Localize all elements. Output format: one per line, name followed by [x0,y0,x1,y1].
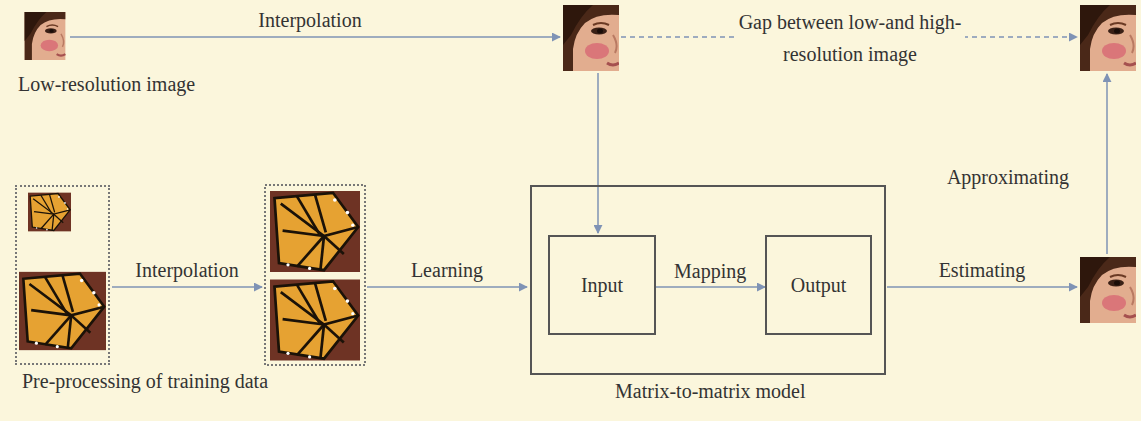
large-butterfly [19,272,106,350]
gap-label: Gap between low-and high-resolution imag… [735,6,965,70]
arrow [597,73,599,233]
arrow [887,286,1077,288]
edge-label: Mapping [674,259,746,283]
caption: Matrix-to-matrix model [615,379,806,403]
process-box: Input [548,235,656,335]
arrow-label: Learning [387,258,507,282]
image-caption: Low-resolution image [18,72,298,108]
node-text: Output [791,273,847,297]
arrow [367,286,527,288]
small-butterfly [28,193,71,232]
arrow-label: Approximating [938,165,1078,189]
node-text: Low-resolution image [18,72,298,96]
interpolated-butterfly [270,191,360,272]
node-text: Input [581,273,623,297]
interpolated-butterfly [270,280,360,361]
arrow [70,36,560,38]
arrow-label: Interpolation [230,8,390,32]
estimated-face [1080,257,1136,323]
connector [656,286,765,288]
dashed-box [265,185,365,365]
arrow-label: Interpolation [112,258,262,282]
low-res-face [25,12,66,60]
high-res-face [1080,5,1136,71]
arrow [1106,74,1108,254]
process-box: Output [765,235,872,335]
arrow-label: Estimating [912,258,1052,282]
training-data-box: Pre-processing of training data [15,185,110,365]
caption: Pre-processing of training data [22,369,268,393]
arrow [112,286,262,288]
interpolated-face [563,5,619,71]
